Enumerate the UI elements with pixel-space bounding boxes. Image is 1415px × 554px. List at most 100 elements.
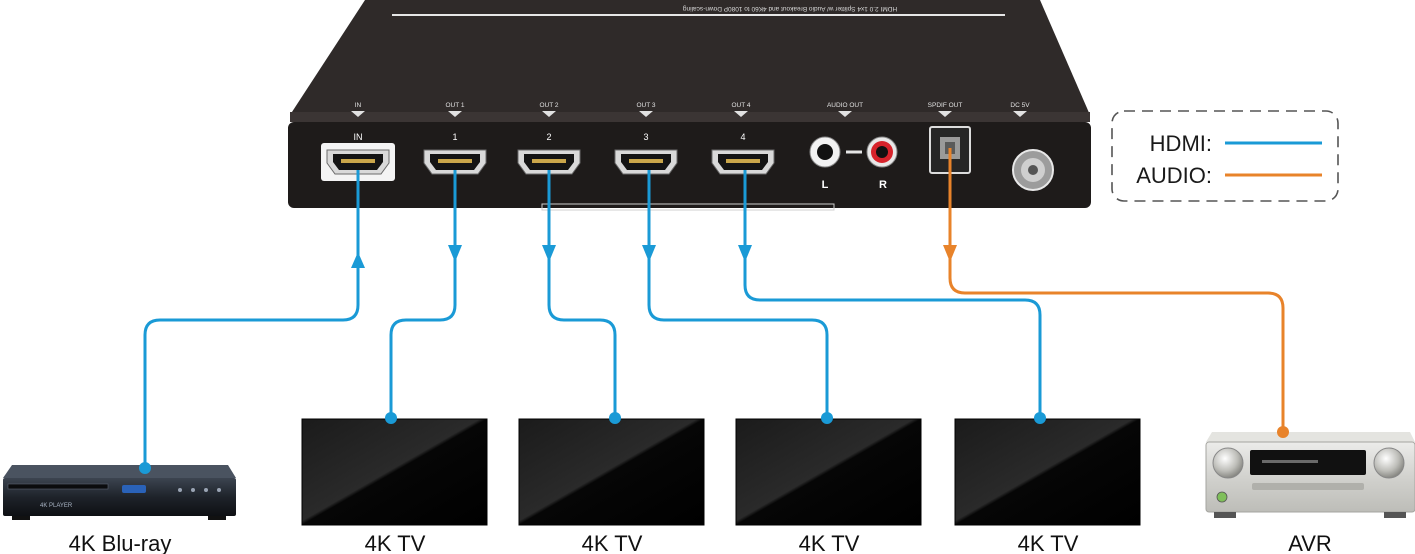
tv-caption: 4K TV [365,531,426,554]
rca-right-core [876,146,888,158]
splitter-device: HDMI 2.0 1x4 Splitter w/ Audio Breakout … [288,0,1091,211]
avr-power-button [1216,491,1228,503]
panel-label: SPDIF OUT [928,102,963,109]
bluray-disc-slot [7,483,109,490]
panel-label-arrow [734,111,748,117]
hdmi-cable-out4 [743,170,1042,418]
tv-3: 4K TV [735,418,922,554]
tv-screen [302,419,487,525]
avr-receiver: AVR [1205,432,1415,554]
splitter-top-surface [290,0,1090,115]
panel-label: IN [355,102,362,109]
port-number-label: 3 [643,132,648,142]
panel-label: OUT 2 [539,102,558,109]
panel-label-arrow [351,111,365,117]
hdmi-cable-out3 [647,170,829,418]
legend: HDMI: AUDIO: [1111,110,1339,202]
hdmi-cable-in [143,170,360,468]
tv-caption: 4K TV [582,531,643,554]
legend-audio-label: AUDIO: [1136,163,1212,188]
avr-caption: AVR [1288,531,1332,554]
legend-box [1111,110,1339,202]
hdmi-arrow-out2 [542,245,556,262]
audio-out-rca: L R [809,136,898,191]
bluray-button-3 [204,488,208,492]
panel-label-arrow [542,111,556,117]
audio-dot-avr [1277,426,1289,438]
hdmi-cable-out1 [389,170,457,418]
avr-button-row [1252,483,1364,490]
tv-screen [955,419,1140,525]
avr-foot-right [1384,512,1406,518]
avr-right-knob [1373,447,1405,479]
port-number-label: 1 [452,132,457,142]
port-number-label: IN [354,132,363,142]
panel-label: OUT 4 [731,102,750,109]
panel-label-arrow [448,111,462,117]
hdmi-port-pins [341,159,375,163]
bluray-button-1 [178,488,182,492]
hdmi-dot-bluray [139,462,151,474]
hdmi-dot-tv1 [385,412,397,424]
port-number-label: 4 [740,132,745,142]
bluray-button-4 [217,488,221,492]
splitter-top-edge [290,112,1090,122]
tv-screen [519,419,704,525]
panel-label: AUDIO OUT [827,102,863,109]
bluray-top [3,465,236,478]
cables [139,148,1289,474]
hdmi-port-pins [629,159,663,163]
hdmi-cable-out2 [547,170,617,418]
port-numbers: IN 1 2 3 4 [354,132,746,142]
avr-foot-left [1214,512,1236,518]
tv-group: 4K TV 4K TV 4K TV 4K TV [301,418,1141,554]
panel-label: DC 5V [1010,102,1030,109]
tv-4: 4K TV [954,418,1141,554]
audio-arrow-spdif [943,245,957,262]
dc-power-port [1012,149,1054,191]
port-number-label: 2 [546,132,551,142]
hdmi-out-port-2 [517,149,581,175]
bluray-foot-left [12,516,30,520]
hdmi-out-port-1 [423,149,487,175]
panel-label-arrow [1013,111,1027,117]
panel-label-arrow [938,111,952,117]
hdmi-arrow-out1 [448,245,462,262]
tv-caption: 4K TV [1018,531,1079,554]
legend-hdmi-label: HDMI: [1150,131,1212,156]
splitter-bottom-foot [541,203,835,211]
hdmi-in-port [321,143,395,181]
bluray-player: 4K PLAYER 4K Blu-ray [3,465,236,554]
audio-right-label: R [879,179,887,191]
bluray-face-text: 4K PLAYER [40,503,73,509]
panel-label-arrow [838,111,852,117]
tv-caption: 4K TV [799,531,860,554]
tv-1: 4K TV [301,418,488,554]
hdmi-out-port-3 [614,149,678,175]
panel-label: OUT 3 [636,102,655,109]
bluray-foot-right [208,516,226,520]
audio-cable-spdif [948,148,1285,432]
hdmi-port-pins [532,159,566,163]
panel-label-arrow [639,111,653,117]
panel-label: OUT 1 [445,102,464,109]
splitter-top-label: HDMI 2.0 1x4 Splitter w/ Audio Breakout … [683,5,898,12]
bluray-button-2 [191,488,195,492]
hdmi-arrow-out3 [642,245,656,262]
hdmi-dot-tv3 [821,412,833,424]
avr-left-knob [1212,447,1244,479]
avr-display-line [1262,460,1318,463]
audio-left-label: L [822,179,829,191]
hdmi-arrow-out4 [738,245,752,262]
bluray-caption: 4K Blu-ray [69,531,172,554]
panel-labels: IN OUT 1 OUT 2 OUT 3 OUT 4 AUDIO OUT SPDIF OUT… [351,102,1030,117]
tv-bezel [954,418,1141,526]
hdmi-dot-tv4 [1034,412,1046,424]
tv-2: 4K TV [518,418,705,554]
rca-left-core [817,144,833,160]
hdmi-port-pins [726,159,760,163]
hdmi-ports [321,143,775,181]
bluray-logo [122,485,146,493]
hdmi-arrow-in [351,252,365,268]
